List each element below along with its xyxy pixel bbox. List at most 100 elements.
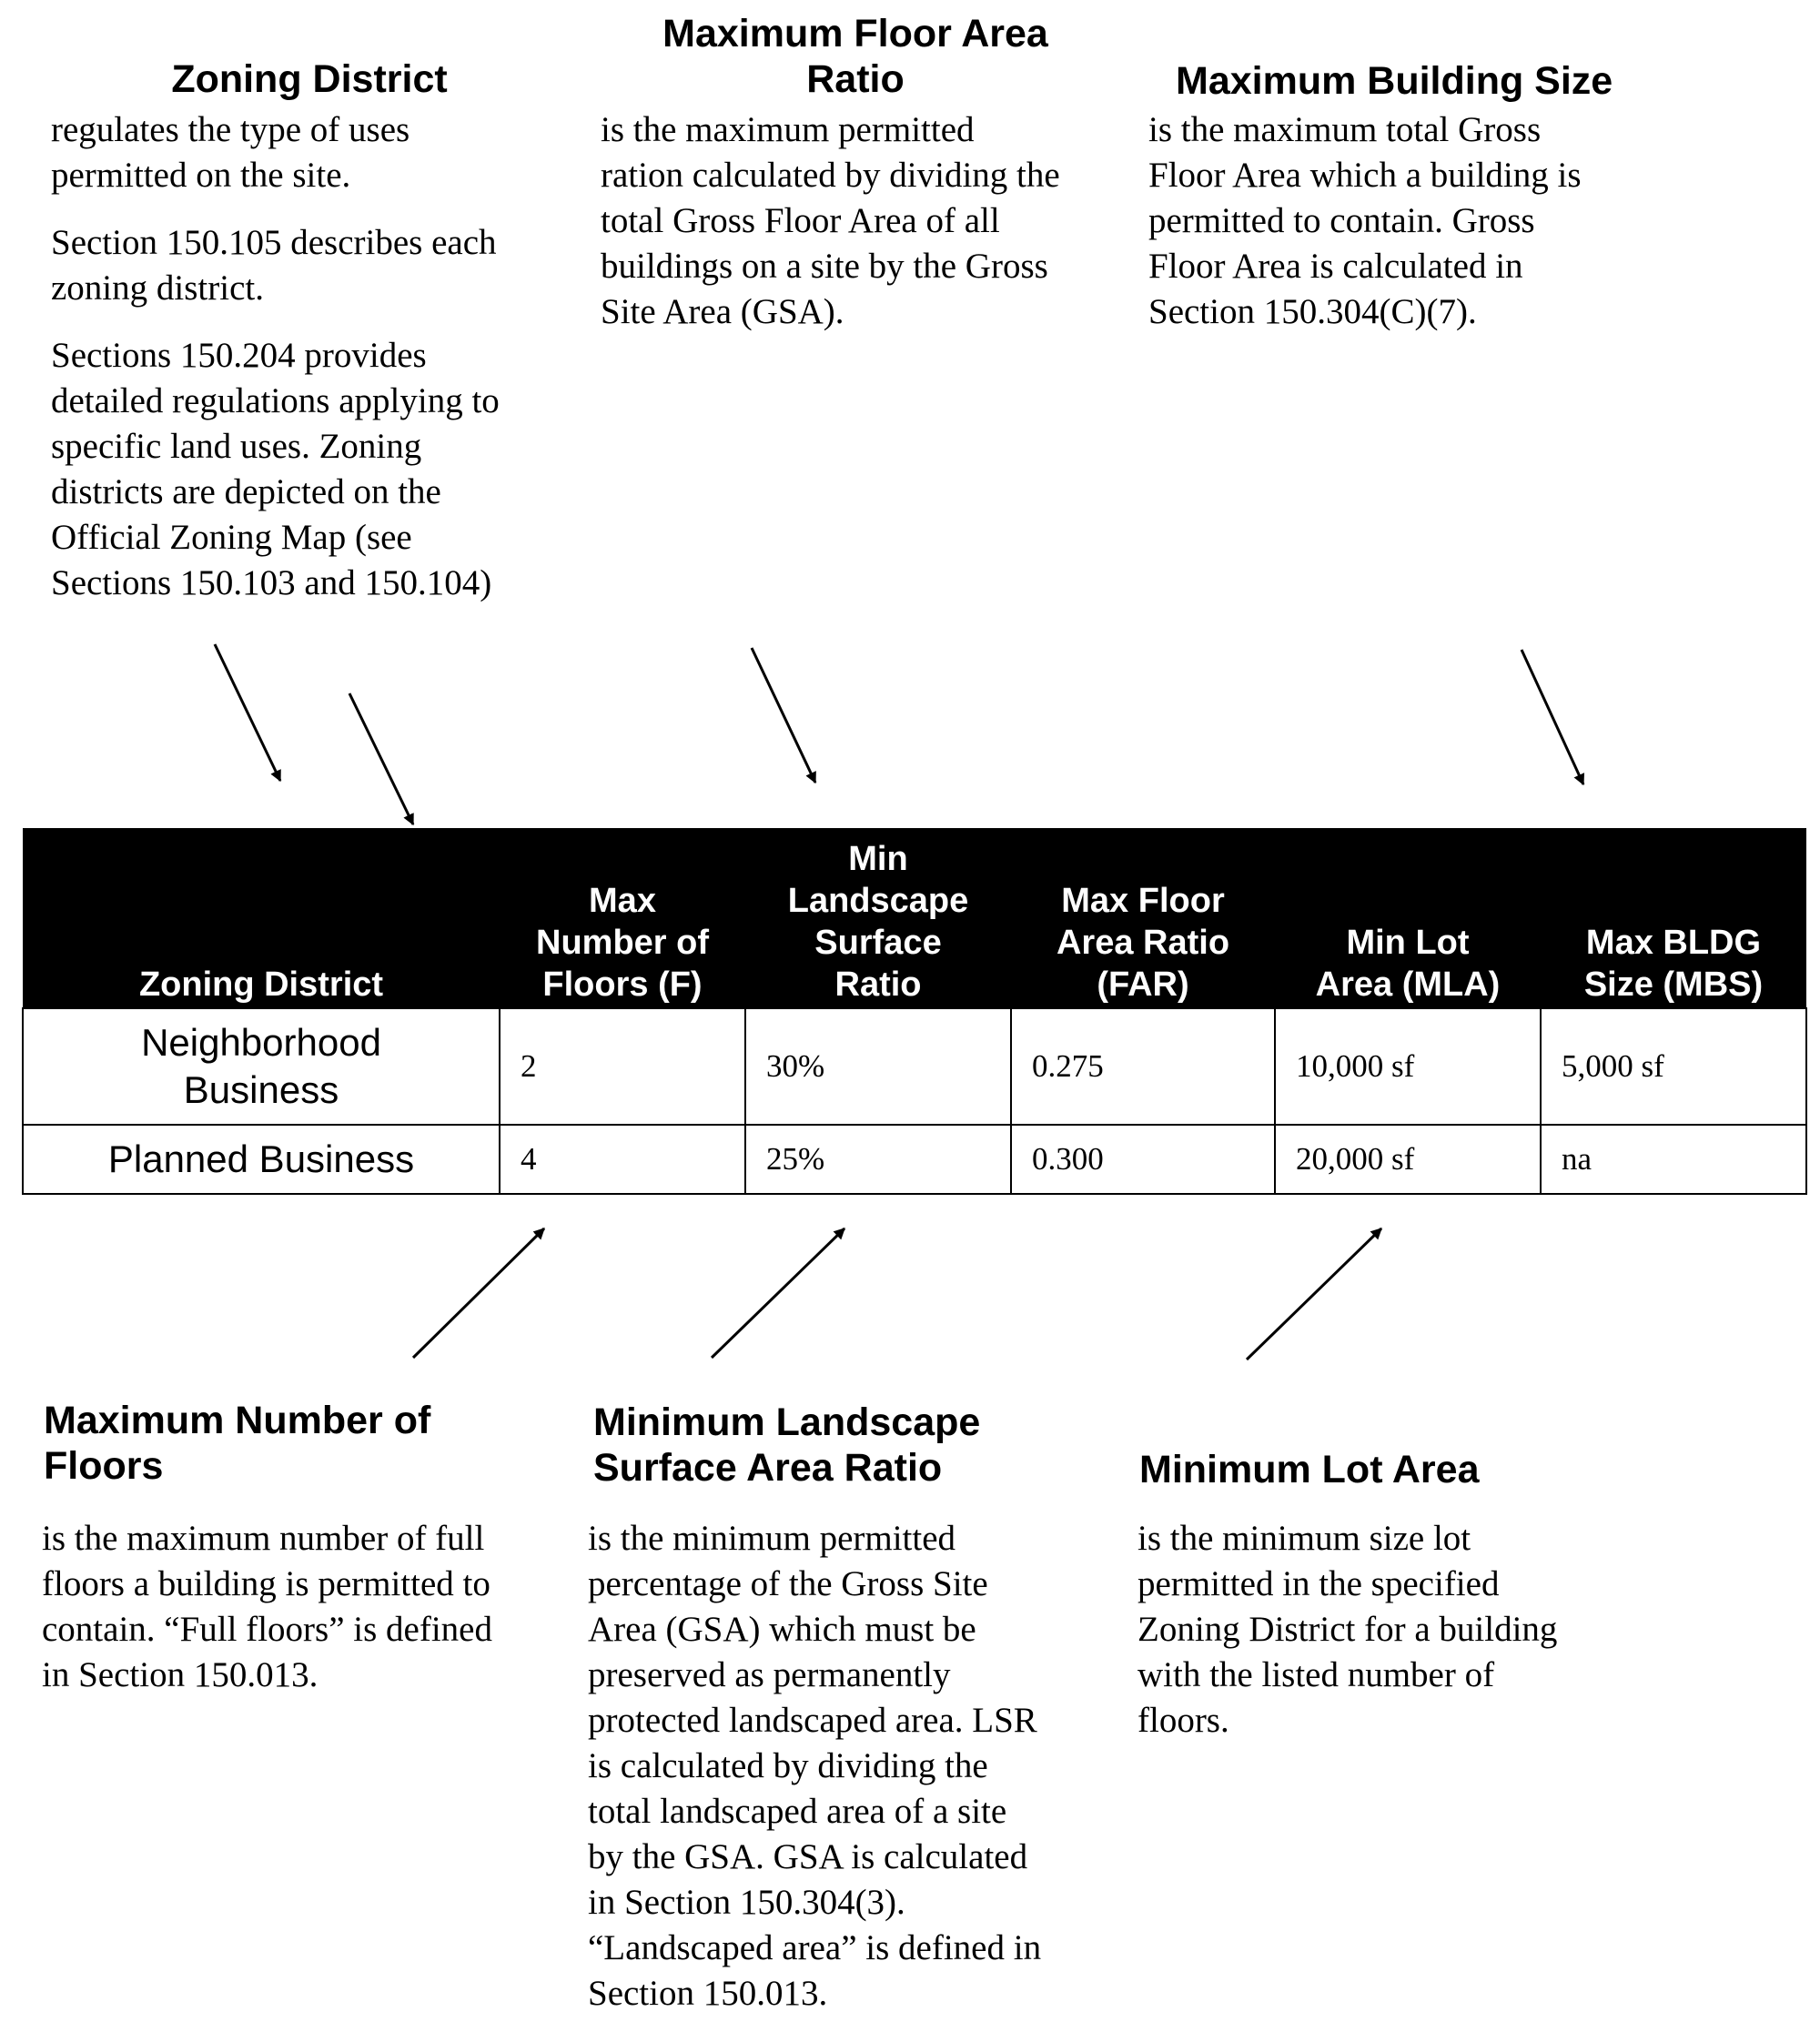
text-line: total Gross Floor Area of all (601, 201, 1000, 240)
cell-min-lot-area: 20,000 sf (1274, 1124, 1542, 1195)
text-line: by the GSA. GSA is calculated (588, 1837, 1028, 1876)
text-line: Section 150.304(C)(7). (1148, 292, 1477, 331)
text-line: “Landscaped area” is defined in (588, 1928, 1042, 1967)
paragraph: Sections 150.204 provides detailed regul… (51, 333, 579, 606)
header-zoning-district: Zoning District (23, 828, 500, 1008)
text-line: ration calculated by dividing the (601, 156, 1060, 195)
max-building-size-description: is the maximum total Gross Floor Area wh… (1148, 107, 1731, 335)
arrow (1520, 649, 1585, 786)
header-line: Area (MLA) (1315, 965, 1501, 1004)
text-line: Sections 150.204 provides (51, 336, 427, 375)
text-line: zoning district. (51, 268, 264, 308)
arrow (1245, 1227, 1383, 1361)
header-line: Floors (F) (542, 965, 703, 1004)
header-line: Min Lot (1346, 924, 1470, 962)
max-building-size-title: Maximum Building Size (1176, 58, 1758, 104)
text-line: Site Area (GSA). (601, 292, 844, 331)
title-line: Floors (44, 1444, 164, 1488)
title-line: Surface Area Ratio (593, 1446, 943, 1490)
cell-max-far: 0.300 (1010, 1124, 1276, 1195)
text-line: Area (GSA) which must be (588, 1610, 976, 1649)
max-floor-area-ratio-description: is the maximum permitted ration calculat… (601, 107, 1128, 335)
text-line: contain. “Full floors” is defined (42, 1610, 492, 1649)
cell-zoning-district: Planned Business (22, 1124, 500, 1195)
text-line: with the listed number of (1138, 1655, 1495, 1694)
cell-max-floors: 4 (499, 1124, 746, 1195)
text-line: preserved as permanently (588, 1655, 951, 1694)
arrow (710, 1227, 846, 1360)
cell-max-floors: 2 (499, 1007, 746, 1126)
text-line: floors. (1138, 1701, 1229, 1740)
header-line: Max (589, 882, 656, 920)
text-line: Zoning District for a building (1138, 1610, 1558, 1649)
title-line: Minimum Lot Area (1139, 1448, 1480, 1491)
text-line: is the maximum number of full (42, 1519, 485, 1558)
title-line: Ratio (806, 57, 905, 101)
min-lot-area-description: is the minimum size lot permitted in the… (1138, 1516, 1720, 1744)
title-line: Maximum Building Size (1176, 59, 1613, 103)
text-line: Floor Area which a building is (1148, 156, 1582, 195)
text-line: Section 150.105 describes each (51, 223, 497, 262)
paragraph: is the minimum size lot permitted in the… (1138, 1516, 1720, 1744)
paragraph: Section 150.105 describes each zoning di… (51, 220, 579, 311)
title-line: Maximum Floor Area (662, 12, 1048, 56)
header-max-floor-area-ratio: Max Floor Area Ratio (FAR) (1011, 828, 1275, 1008)
header-min-lot-area: Min Lot Area (MLA) (1275, 828, 1541, 1008)
title-line: Zoning District (171, 57, 448, 101)
header-min-landscape-surface-ratio: Min Landscape Surface Ratio (745, 828, 1011, 1008)
text-line: Neighborhood (141, 1021, 381, 1064)
cell-min-landscape-ratio: 25% (744, 1124, 1012, 1195)
text-line: total landscaped area of a site (588, 1792, 1007, 1831)
cell-min-landscape-ratio: 30% (744, 1007, 1012, 1126)
cell-max-bldg-size: 5,000 sf (1540, 1007, 1807, 1126)
text-line: in Section 150.304(3). (588, 1883, 905, 1922)
paragraph: regulates the type of uses permitted on … (51, 107, 579, 198)
header-line: Ratio (834, 965, 922, 1004)
text-line: buildings on a site by the Gross (601, 247, 1048, 286)
text-line: is the minimum permitted (588, 1519, 956, 1558)
text-line: Official Zoning Map (see (51, 518, 412, 557)
text-line: floors a building is permitted to (42, 1564, 490, 1603)
header-max-bldg-size: Max BLDG Size (MBS) (1541, 828, 1806, 1008)
header-max-number-of-floors: Max Number of Floors (F) (500, 828, 745, 1008)
table-header-row: Zoning District Max Number of Floors (F)… (23, 828, 1806, 1008)
paragraph: is the maximum number of full floors a b… (42, 1516, 588, 1698)
header-line: (FAR) (1097, 965, 1189, 1004)
arrow (411, 1227, 546, 1360)
text-line: is the minimum size lot (1138, 1519, 1471, 1558)
text-line: percentage of the Gross Site (588, 1564, 988, 1603)
header-line: Min (848, 840, 908, 878)
header-line: Max BLDG (1585, 924, 1762, 962)
text-line: permitted in the specified (1138, 1564, 1500, 1603)
text-line: Planned Business (107, 1137, 415, 1180)
header-line: Number of (536, 924, 709, 962)
text-line: Section 150.013. (588, 1974, 828, 2013)
paragraph: is the maximum total Gross Floor Area wh… (1148, 107, 1731, 335)
arrow (750, 647, 817, 784)
header-line: Zoning District (138, 965, 384, 1004)
text-line: permitted to contain. Gross (1148, 201, 1535, 240)
header-line: Size (MBS) (1583, 965, 1764, 1004)
text-line: specific land uses. Zoning (51, 427, 422, 466)
max-number-of-floors-title: Maximum Number of Floors (44, 1398, 590, 1489)
cell-max-bldg-size: na (1540, 1124, 1807, 1195)
header-line: Landscape (787, 882, 969, 920)
text-line: permitted on the site. (51, 156, 351, 195)
text-line: is the maximum permitted (601, 110, 975, 149)
header-line: Max Floor (1061, 882, 1225, 920)
paragraph: is the minimum permitted percentage of t… (588, 1516, 1152, 2017)
header-line: Surface (814, 924, 942, 962)
text-line: detailed regulations applying to (51, 381, 500, 420)
min-lot-area-title: Minimum Lot Area (1139, 1447, 1722, 1492)
cell-max-far: 0.275 (1010, 1007, 1276, 1126)
text-line: Sections 150.103 and 150.104) (51, 563, 492, 602)
text-line: regulates the type of uses (51, 110, 410, 149)
paragraph: is the maximum permitted ration calculat… (601, 107, 1128, 335)
zoning-standards-table: Zoning District Max Number of Floors (F)… (22, 828, 1807, 1195)
max-number-of-floors-description: is the maximum number of full floors a b… (42, 1516, 588, 1698)
text-line: Floor Area is calculated in (1148, 247, 1523, 286)
zoning-district-title: Zoning District (36, 56, 582, 102)
text-line: in Section 150.013. (42, 1655, 318, 1694)
min-landscape-surface-area-ratio-title: Minimum Landscape Surface Area Ratio (593, 1400, 1158, 1491)
